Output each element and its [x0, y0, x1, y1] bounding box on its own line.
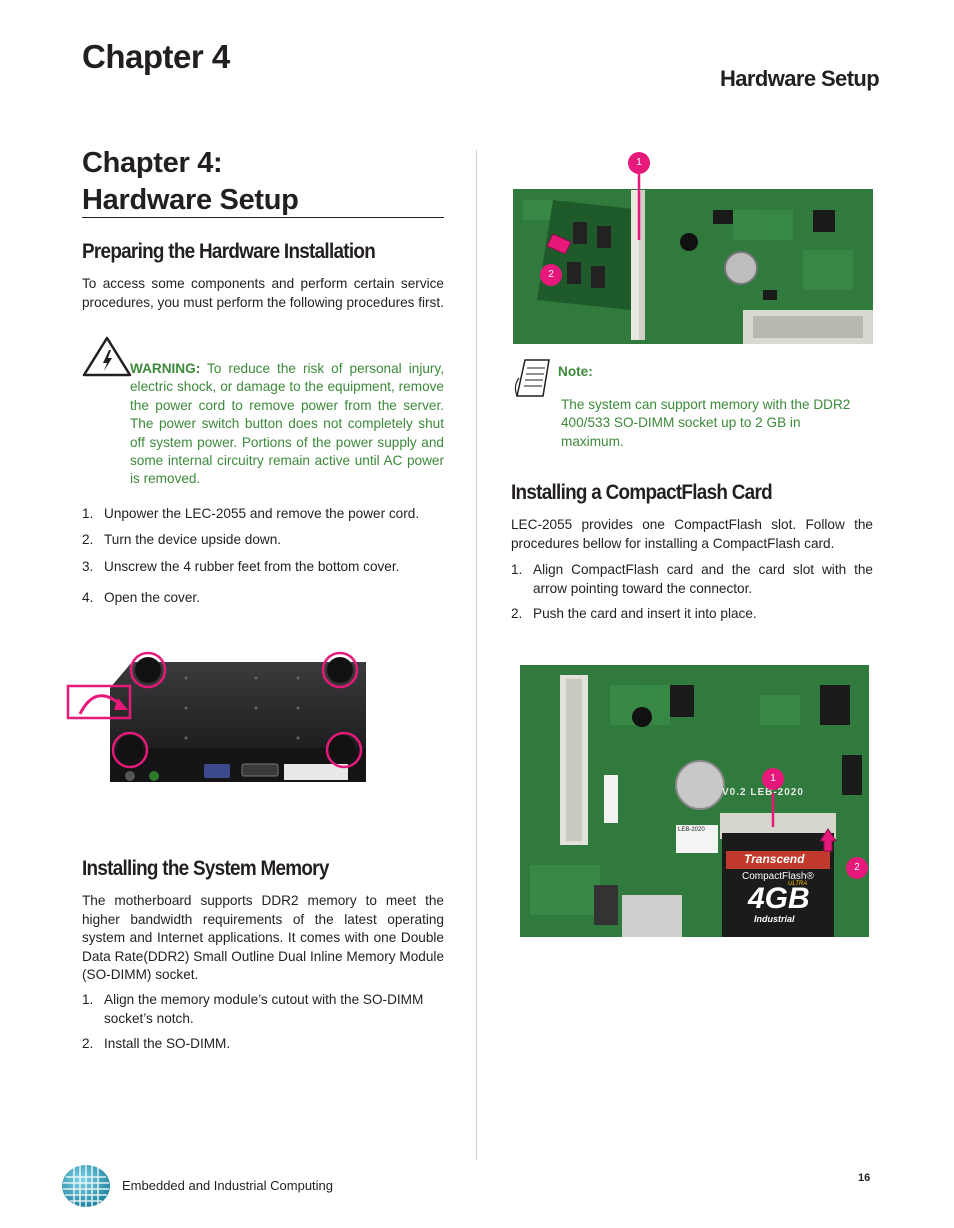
step-number: 1.: [82, 992, 94, 1007]
compactflash-photo: V0.2 LEB-2020 LEB-2020 Transcend Compact…: [520, 665, 869, 937]
cf-intro: LEC-2055 provides one CompactFlash slot.…: [511, 517, 873, 551]
step-number: 2.: [82, 532, 94, 547]
warning-label: WARNING:: [130, 361, 201, 376]
memory-heading: Installing the System Memory: [82, 857, 329, 880]
step-text: Turn the device upside down.: [104, 532, 282, 547]
list-item: 3. Unscrew the 4 rubber feet from the bot…: [82, 558, 444, 577]
list-item: 1. Unpower the LEC-2055 and remove the po…: [82, 505, 444, 524]
board-sticker: LEB-2020: [678, 827, 705, 833]
list-item: 2. Turn the device upside down.: [82, 531, 444, 550]
callout-1: 1: [628, 152, 650, 174]
callout-2: 2: [846, 857, 868, 879]
chapter-header: Chapter 4: [82, 38, 230, 75]
list-item: 2. Install the SO-DIMM.: [82, 1035, 444, 1054]
step-text: Unpower the LEC-2055 and remove the powe…: [104, 506, 420, 521]
step-number: 1.: [82, 506, 94, 521]
note-icon: [513, 356, 553, 400]
card-capacity: 4GB: [748, 882, 810, 915]
cf-steps: 1. Align CompactFlash card and the card s…: [511, 561, 873, 624]
step-text: Install the SO-DIMM.: [104, 1036, 231, 1051]
note-text: The system can support memory with the D…: [561, 397, 851, 449]
prep-intro: To access some components and perform ce…: [82, 276, 444, 310]
list-item: 4. Open the cover.: [82, 589, 444, 608]
card-ultra: ULTRA: [788, 881, 808, 887]
warning-icon: [82, 336, 132, 378]
list-item: 2. Push the card and insert it into place…: [511, 605, 873, 624]
chapter-title-line2: Hardware Setup: [82, 184, 299, 216]
memory-steps: 1. Align the memory module’s cutout with …: [82, 991, 444, 1054]
step-number: 4.: [82, 590, 94, 605]
device-bottom-photo: [66, 648, 370, 784]
company-logo: [60, 1163, 112, 1209]
step-text: Unscrew the 4 rubber feet from the botto…: [104, 558, 400, 574]
memory-intro: The motherboard supports DDR2 memory to …: [82, 893, 444, 982]
card-brand: Transcend: [744, 852, 805, 866]
step-number: 2.: [82, 1036, 94, 1051]
page-number: 16: [858, 1172, 871, 1184]
footer-text: Embedded and Industrial Computing: [122, 1178, 334, 1193]
prep-steps: 1. Unpower the LEC-2055 and remove the po…: [82, 505, 444, 608]
step-text: Open the cover.: [104, 590, 200, 605]
callout-2: 2: [540, 264, 562, 286]
warning-body: To reduce the risk of personal injury, e…: [130, 361, 444, 487]
step-number: 1.: [511, 562, 523, 577]
chapter-title: Chapter 4: Hardware Setup: [82, 145, 299, 219]
board-label: V0.2 LEB-2020: [722, 787, 804, 798]
list-item: 1. Align CompactFlash card and the card s…: [511, 561, 873, 598]
prep-heading: Preparing the Hardware Installation: [82, 240, 376, 263]
note-label: Note:: [558, 364, 593, 379]
card-type: CompactFlash®: [742, 871, 814, 882]
column-divider: [476, 150, 477, 1160]
card-grade: Industrial: [754, 914, 795, 924]
callout-1: 1: [762, 768, 784, 790]
title-rule: [82, 217, 444, 218]
cf-heading: Installing a CompactFlash Card: [511, 481, 773, 504]
step-text: Align the memory module’s cutout with th…: [104, 992, 424, 1026]
step-number: 2.: [511, 606, 523, 621]
list-item: 1. Align the memory module’s cutout with …: [82, 991, 444, 1028]
warning-text: WARNING: To reduce the risk of personal …: [130, 360, 444, 489]
chapter-title-line1: Chapter 4:: [82, 147, 223, 179]
step-text: Align CompactFlash card and the card slo…: [533, 562, 873, 596]
step-text: Push the card and insert it into place.: [533, 606, 757, 621]
step-number: 3.: [82, 558, 94, 574]
section-header: Hardware Setup: [720, 66, 880, 91]
memory-install-photo: 1 2: [513, 150, 873, 344]
